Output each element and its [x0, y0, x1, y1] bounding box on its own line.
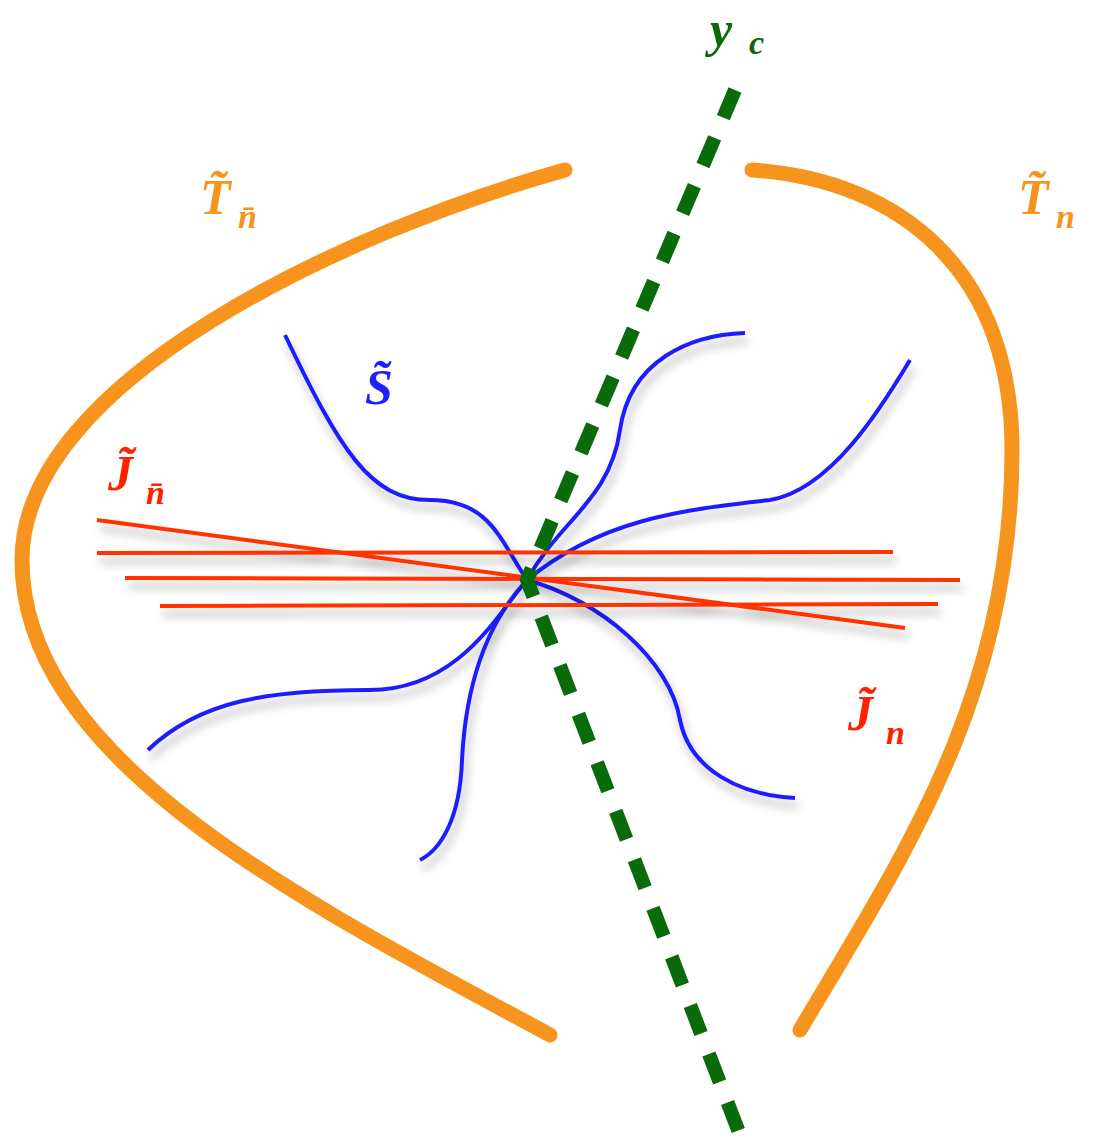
jet-function-subscript: n — [886, 716, 905, 750]
cut-symbol: y — [710, 4, 732, 54]
soft-function-symbol: S̃ — [365, 362, 393, 412]
beam-function-symbol: T̃ — [200, 172, 231, 222]
orange-arc-right — [752, 170, 1012, 1030]
beam-function-symbol: T̃ — [1018, 172, 1049, 222]
beam-function-subscript: n̄ — [238, 200, 257, 234]
orange-arc-left — [22, 170, 565, 1035]
cut-subscript: c — [749, 26, 764, 60]
jet-function-symbol: J̃ — [108, 448, 133, 498]
jet-function-subscript: n̄ — [146, 476, 165, 510]
rapidity-cut-line — [527, 90, 740, 1135]
beam-function-subscript: n — [1056, 200, 1075, 234]
jet-function-symbol: J̃ — [848, 688, 873, 738]
